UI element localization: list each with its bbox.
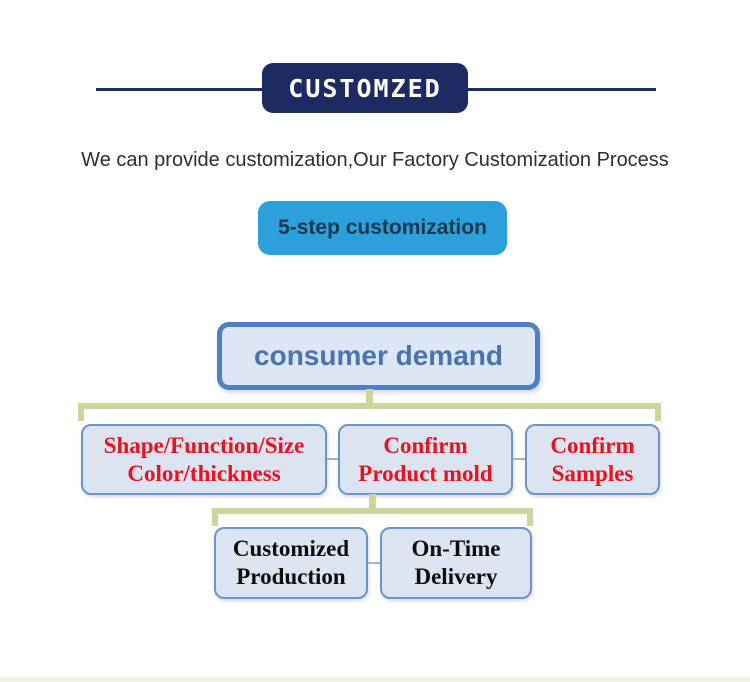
connector-bracket-level2-left-tick (78, 403, 84, 421)
section-subtitle: We can provide customization,Our Factory… (81, 149, 669, 171)
section-banner-label: CUSTOMZED (288, 73, 442, 103)
connector-bracket-level2-right-tick (655, 403, 661, 421)
flow-node-mold-line2: Product mold (358, 460, 493, 486)
banner-rule-right (468, 88, 656, 91)
flow-node-confirm-product-mold: Confirm Product mold (338, 424, 513, 495)
banner-rule-left (96, 88, 262, 91)
connector-mold-to-samples (513, 458, 525, 460)
connector-bracket-level3-left-tick (212, 508, 218, 526)
flow-node-mold-line1: Confirm (383, 432, 468, 458)
flow-node-shape-line1: Shape/Function/Size (103, 432, 305, 458)
flow-node-samples-line1: Confirm (550, 432, 635, 458)
flow-node-consumer-demand: consumer demand (217, 322, 540, 390)
connector-bracket-level3 (212, 508, 533, 514)
flow-node-consumer-demand-label: consumer demand (254, 340, 503, 371)
step-customization-button: 5-step customization (258, 201, 507, 255)
footer-band (0, 677, 750, 682)
flow-node-on-time-delivery: On-Time Delivery (380, 527, 532, 599)
flow-node-customized-production: Customized Production (214, 527, 368, 599)
section-banner: CUSTOMZED (262, 63, 468, 113)
connector-bracket-level2 (78, 403, 661, 409)
connector-mold-down (369, 494, 376, 509)
flow-node-production-line1: Customized (232, 536, 350, 562)
flow-node-confirm-samples: Confirm Samples (525, 424, 660, 495)
flow-node-shape-line2: Color/thickness (127, 460, 281, 486)
flow-node-shape-function-size: Shape/Function/Size Color/thickness (81, 424, 327, 495)
flow-node-delivery-line2: Delivery (414, 564, 498, 589)
flow-node-samples-line2: Samples (551, 460, 634, 486)
flow-node-production-line2: Production (236, 564, 346, 589)
connector-bracket-level3-right-tick (527, 508, 533, 526)
flow-node-delivery-line1: On-Time (411, 536, 501, 562)
connector-shape-to-mold (327, 458, 338, 460)
connector-root-down (366, 389, 373, 404)
connector-production-to-delivery (368, 562, 380, 564)
step-customization-label: 5-step customization (278, 216, 487, 239)
